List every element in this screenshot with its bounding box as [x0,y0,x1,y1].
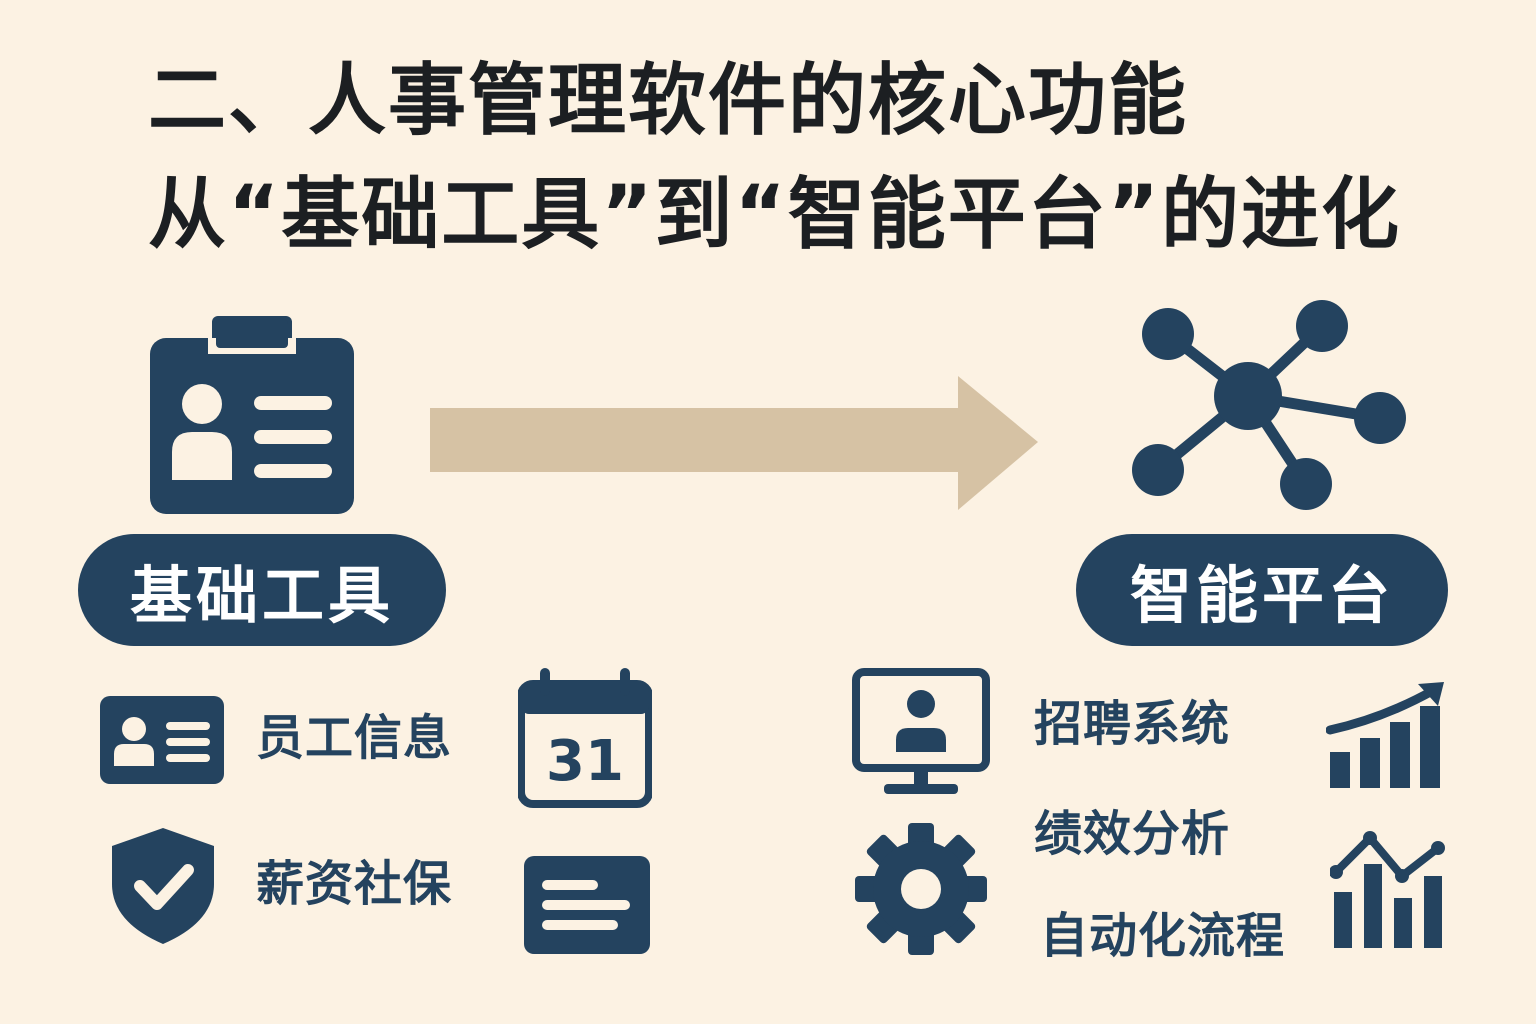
employee-id-badge-icon [150,316,356,516]
feature-automation-workflow: 自动化流程 [1040,908,1286,964]
calendar-day-text: 31 [546,729,624,794]
network-hub-icon [1126,298,1408,516]
feature-performance-analysis: 绩效分析 [1034,806,1231,862]
feature-payroll-insurance: 薪资社保 [256,856,453,912]
rising-bar-chart-icon [1326,678,1448,790]
page-title: 二、人事管理软件的核心功能 [148,56,1189,146]
feature-employee-info: 员工信息 [256,710,453,766]
right-arrow-icon [430,374,1042,514]
gear-icon [852,820,990,958]
page-subtitle: 从“基础工具”到“智能平台”的进化 [148,170,1402,260]
calendar-icon: 31 [518,666,652,808]
document-card-icon [524,856,652,956]
shield-check-icon [110,826,216,946]
basic-tools-label: 基础工具 [78,534,446,646]
smart-platform-label: 智能平台 [1076,534,1448,646]
monitor-user-icon [852,668,990,798]
feature-recruitment-system: 招聘系统 [1034,696,1231,752]
id-card-icon [100,696,224,784]
line-bar-chart-icon [1330,826,1448,950]
